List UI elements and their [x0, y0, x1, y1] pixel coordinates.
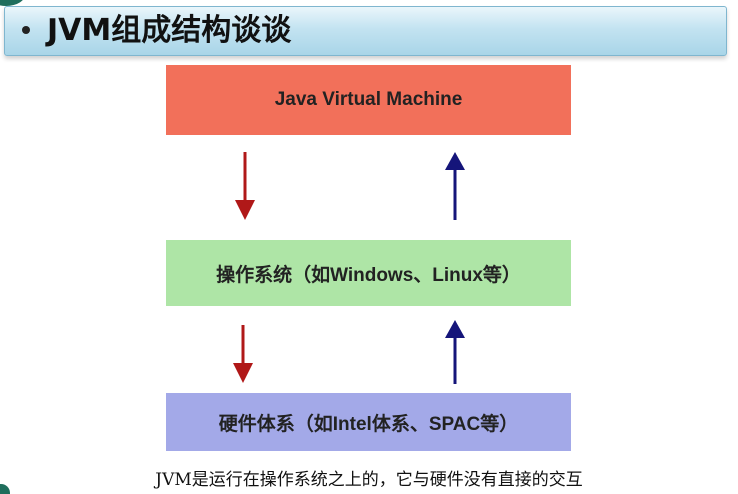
up-arrow-icon [445, 152, 465, 220]
down-arrow-icon [233, 325, 253, 383]
jvm-layer-label: Java Virtual Machine [274, 89, 463, 110]
hardware-layer-box: 硬件体系（如Intel体系、SPAC等） [166, 393, 571, 451]
title-bar: JVM组成结构谈谈 [4, 6, 727, 56]
corner-decoration [0, 0, 26, 6]
corner-decoration [0, 484, 10, 494]
caption-text: JVM是运行在操作系统之上的，它与硬件没有直接的交互 [155, 470, 583, 490]
hardware-layer-label: 硬件体系（如Intel体系、SPAC等） [218, 413, 519, 435]
down-arrow-icon [235, 152, 255, 220]
up-arrow-icon [445, 320, 465, 384]
os-layer-box: 操作系统（如Windows、Linux等） [166, 240, 571, 306]
jvm-layer-box: Java Virtual Machine [166, 65, 571, 135]
os-layer-label: 操作系统（如Windows、Linux等） [216, 264, 521, 286]
slide-title: JVM组成结构谈谈 [47, 13, 292, 48]
bullet-icon [22, 26, 30, 34]
